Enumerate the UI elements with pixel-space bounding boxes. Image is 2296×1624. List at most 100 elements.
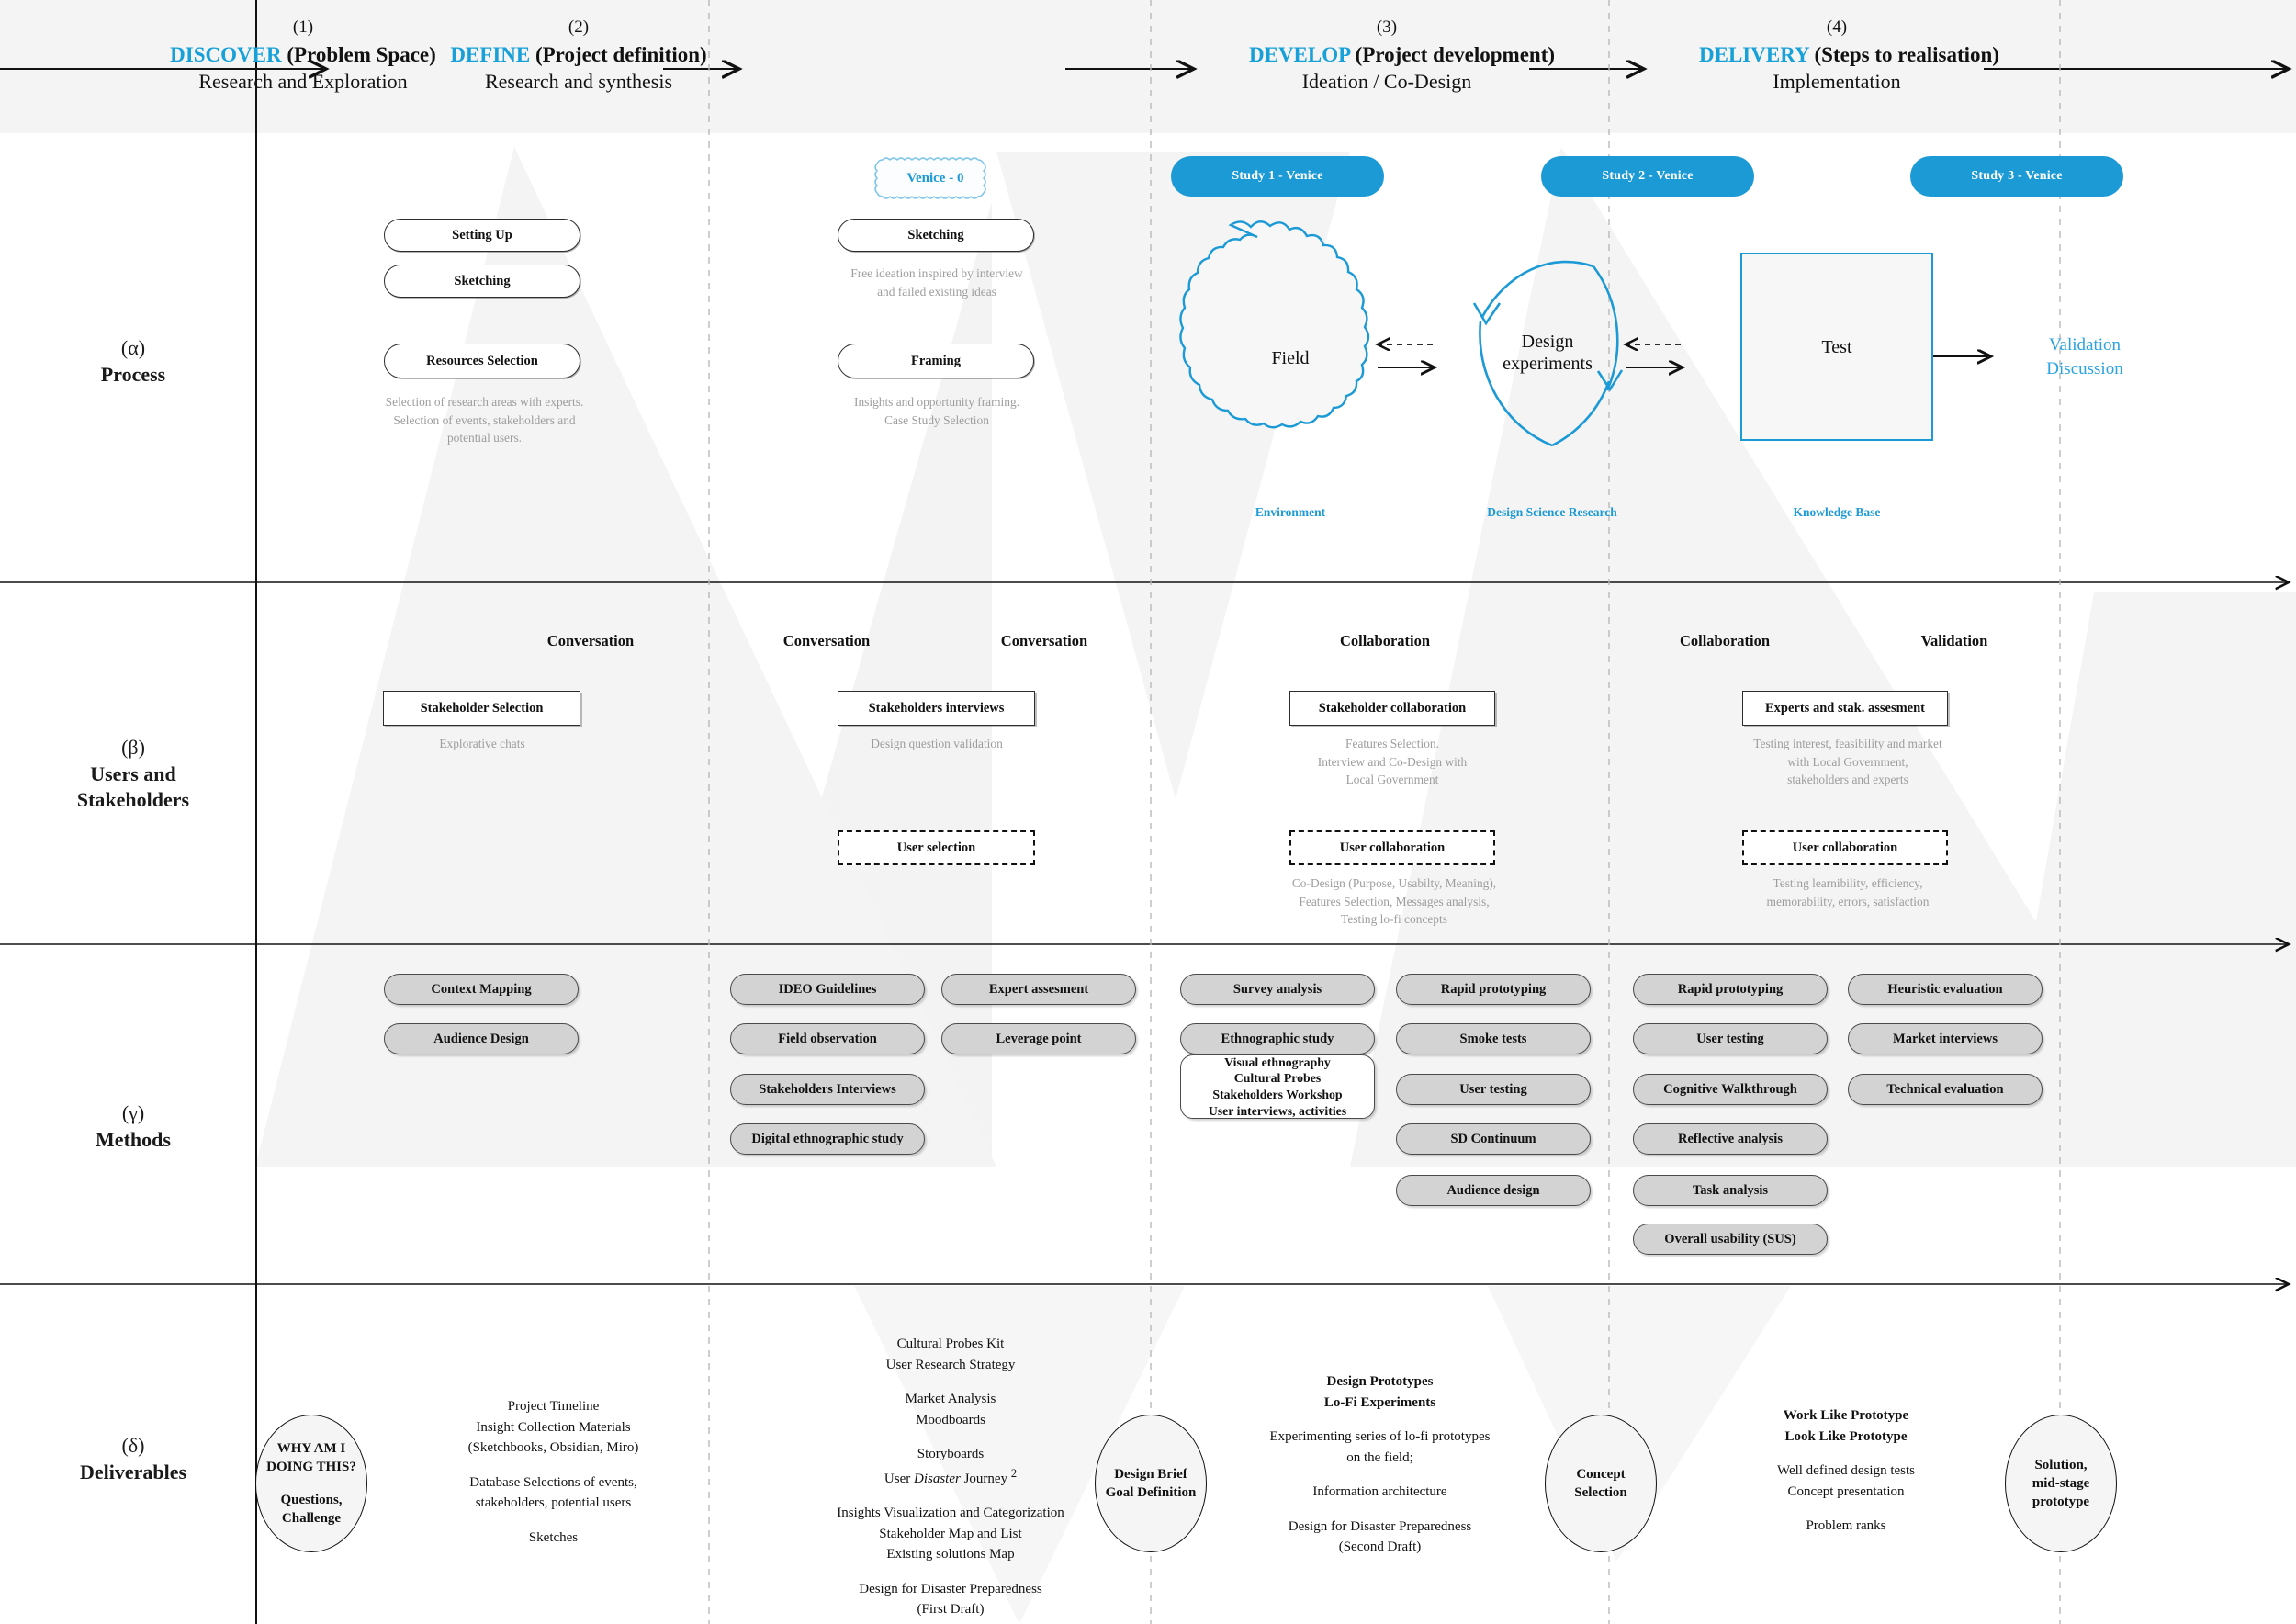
deliv-line: Well defined design tests (1776, 1463, 1915, 1478)
users-colhead-0: Conversation (546, 632, 635, 649)
users-dashed-user-collaboration-develop[interactable]: User collaboration (1289, 830, 1495, 865)
test-label: Test (1821, 336, 1852, 357)
users-box-stakeholder-collaboration[interactable]: Stakeholder collaboration (1289, 691, 1495, 726)
deliv-line-disaster-journey: User Disaster Journey 2 (884, 1466, 1018, 1486)
deliverable-ellipse-why[interactable]: WHY AM I DOING THIS? Questions, Challeng… (255, 1415, 367, 1552)
deliv-line: Market Analysis (905, 1392, 996, 1406)
phase-subtitle: Research and Exploration (198, 70, 408, 94)
ellipse-line: Solution, (2034, 1457, 2088, 1472)
method-field-observation[interactable]: Field observation (730, 1023, 925, 1054)
deliverable-ellipse-solution[interactable]: Solution, mid-stage prototype (2005, 1415, 2117, 1552)
validation-discussion-label: Validation Discussion (2002, 333, 2167, 380)
ellipse-line: WHY AM I (276, 1441, 346, 1456)
deliv-line: stakeholders, potential users (475, 1495, 632, 1510)
deliv-line: Cultural Probes Kit (896, 1336, 1005, 1351)
deliverable-ellipse-concept-selection[interactable]: Concept Selection (1545, 1415, 1657, 1552)
method-smoke-tests[interactable]: Smoke tests (1396, 1023, 1591, 1054)
deliv-line: Insights Visualization and Categorizatio… (837, 1506, 1064, 1520)
method-digital-ethnographic-study[interactable]: Digital ethnographic study (730, 1123, 925, 1155)
deliv-line: Project Timeline (507, 1399, 600, 1414)
row-name: Deliverables (79, 1460, 187, 1483)
ellipse-line: DOING THIS? (266, 1460, 356, 1475)
ellipse-line: prototype (2032, 1494, 2090, 1510)
deliv-line: Design for Disaster Preparedness (859, 1581, 1042, 1596)
row-label-deliverables: (δ) Deliverables (0, 1433, 266, 1485)
row-name-line1: Users and (90, 761, 176, 785)
deliverable-ellipse-design-brief[interactable]: Design Brief Goal Definition (1095, 1415, 1207, 1552)
deliv-spacer (1221, 1468, 1538, 1482)
process-pill-framing[interactable]: Framing (838, 344, 1034, 378)
method-technical-evaluation[interactable]: Technical evaluation (1848, 1074, 2043, 1105)
users-caption-3: Testing interest, feasibility and market… (1753, 737, 1942, 787)
method-context-mapping[interactable]: Context Mapping (384, 974, 579, 1005)
method-ideo-guidelines[interactable]: IDEO Guidelines (730, 974, 925, 1005)
phase-header-2: (2) DEFINE (Project definition) Research… (441, 17, 716, 95)
deliverables-text-develop: Design Prototypes Lo-Fi Experiments Expe… (1221, 1371, 1538, 1558)
method-leverage-point[interactable]: Leverage point (941, 1023, 1136, 1054)
method-reflective-analysis[interactable]: Reflective analysis (1633, 1123, 1828, 1155)
badge-study-1-venice[interactable]: Study 1 - Venice (1171, 156, 1384, 197)
row-greek: (α) (120, 336, 146, 359)
design-experiments-label: Design experiments (1474, 331, 1621, 375)
row-name: Methods (96, 1127, 171, 1151)
deliv-line: Information architecture (1312, 1484, 1447, 1499)
phase-title: DELIVERY (Steps to realisation) (1699, 42, 1999, 68)
method-market-interviews[interactable]: Market interviews (1848, 1023, 2043, 1054)
method-ethnographic-study[interactable]: Ethnographic study (1180, 1023, 1375, 1054)
deliv-line: Insight Collection Materials (476, 1419, 631, 1435)
deliv-line: Storyboards (917, 1447, 985, 1461)
badge-study-3-venice[interactable]: Study 3 - Venice (1910, 156, 2123, 197)
phase-paren: (Problem Space) (287, 43, 436, 67)
users-colhead-4: Collaboration (1679, 632, 1771, 649)
users-caption-2: Features Selection. Interview and Co-Des… (1317, 737, 1468, 787)
deliv-line: Problem ranks (1806, 1518, 1886, 1533)
badge-venice-0[interactable]: Venice - 0 (870, 156, 1001, 200)
phase-header-4: (4) DELIVERY (Steps to realisation) Impl… (1699, 17, 1999, 95)
process-pill-sketching-define[interactable]: Sketching (838, 219, 1034, 252)
method-cognitive-walkthrough[interactable]: Cognitive Walkthrough (1633, 1074, 1828, 1105)
badge-study-2-venice[interactable]: Study 2 - Venice (1541, 156, 1754, 197)
deliv-line: (First Draft) (917, 1602, 985, 1617)
method-audience-design-develop[interactable]: Audience design (1396, 1175, 1591, 1206)
method-rapid-prototyping-delivery[interactable]: Rapid prototyping (1633, 974, 1828, 1005)
phase-number: (2) (568, 17, 590, 37)
process-pill-sketching[interactable]: Sketching (384, 265, 580, 298)
phase-header-3: (3) DEVELOP (Project development) Ideati… (1249, 17, 1555, 95)
method-task-analysis[interactable]: Task analysis (1633, 1175, 1828, 1206)
users-box-stakeholders-interviews[interactable]: Stakeholders interviews (838, 691, 1035, 726)
method-expert-assesment[interactable]: Expert assesment (941, 974, 1136, 1005)
footnote-marker: 2 (1010, 1466, 1018, 1480)
method-survey-analysis[interactable]: Survey analysis (1180, 974, 1375, 1005)
method-user-testing-delivery[interactable]: User testing (1633, 1023, 1828, 1054)
users-dashed-user-selection[interactable]: User selection (838, 830, 1035, 865)
phase-subtitle: Ideation / Co-Design (1301, 70, 1472, 94)
method-heuristic-evaluation[interactable]: Heuristic evaluation (1848, 974, 2043, 1005)
users-box-experts-assesment[interactable]: Experts and stak. assesment (1742, 691, 1948, 726)
deliv-line: Sketches (528, 1529, 579, 1545)
phase-keyword: DEVELOP (1249, 43, 1350, 67)
deliv-spacer (1694, 1502, 1998, 1516)
phase-subtitle: Research and synthesis (484, 70, 673, 94)
method-audience-design[interactable]: Audience Design (384, 1023, 579, 1054)
method-user-testing-develop[interactable]: User testing (1396, 1074, 1591, 1105)
row-name: Process (100, 362, 166, 386)
process-pill-resources-selection[interactable]: Resources Selection (384, 344, 580, 378)
deliv-title-line: Lo-Fi Experiments (1323, 1394, 1436, 1410)
method-stakeholders-interviews[interactable]: Stakeholders Interviews (730, 1074, 925, 1105)
deliverables-text-define: Cultural Probes Kit User Research Strate… (762, 1334, 1139, 1620)
users-dashed-user-collaboration-delivery[interactable]: User collaboration (1742, 830, 1948, 865)
users-box-stakeholder-selection[interactable]: Stakeholder Selection (383, 691, 580, 726)
deliv-line: Database Selections of events, (469, 1474, 637, 1490)
environment-label: Environment (1255, 505, 1326, 519)
deliv-line: Experimenting series of lo-fi prototypes (1269, 1429, 1491, 1444)
users-colhead-5: Validation (1920, 632, 1988, 649)
deliv-line: Concept presentation (1787, 1483, 1905, 1499)
deliv-spacer (1694, 1447, 1998, 1460)
method-sd-continuum[interactable]: SD Continuum (1396, 1123, 1591, 1155)
deliv-line: User Research Strategy (885, 1357, 1016, 1372)
method-overall-usability-sus[interactable]: Overall usability (SUS) (1633, 1224, 1828, 1255)
process-pill-setting-up[interactable]: Setting Up (384, 219, 580, 252)
method-rapid-prototyping-develop[interactable]: Rapid prototyping (1396, 974, 1591, 1005)
validation-line2: Discussion (2046, 358, 2123, 378)
